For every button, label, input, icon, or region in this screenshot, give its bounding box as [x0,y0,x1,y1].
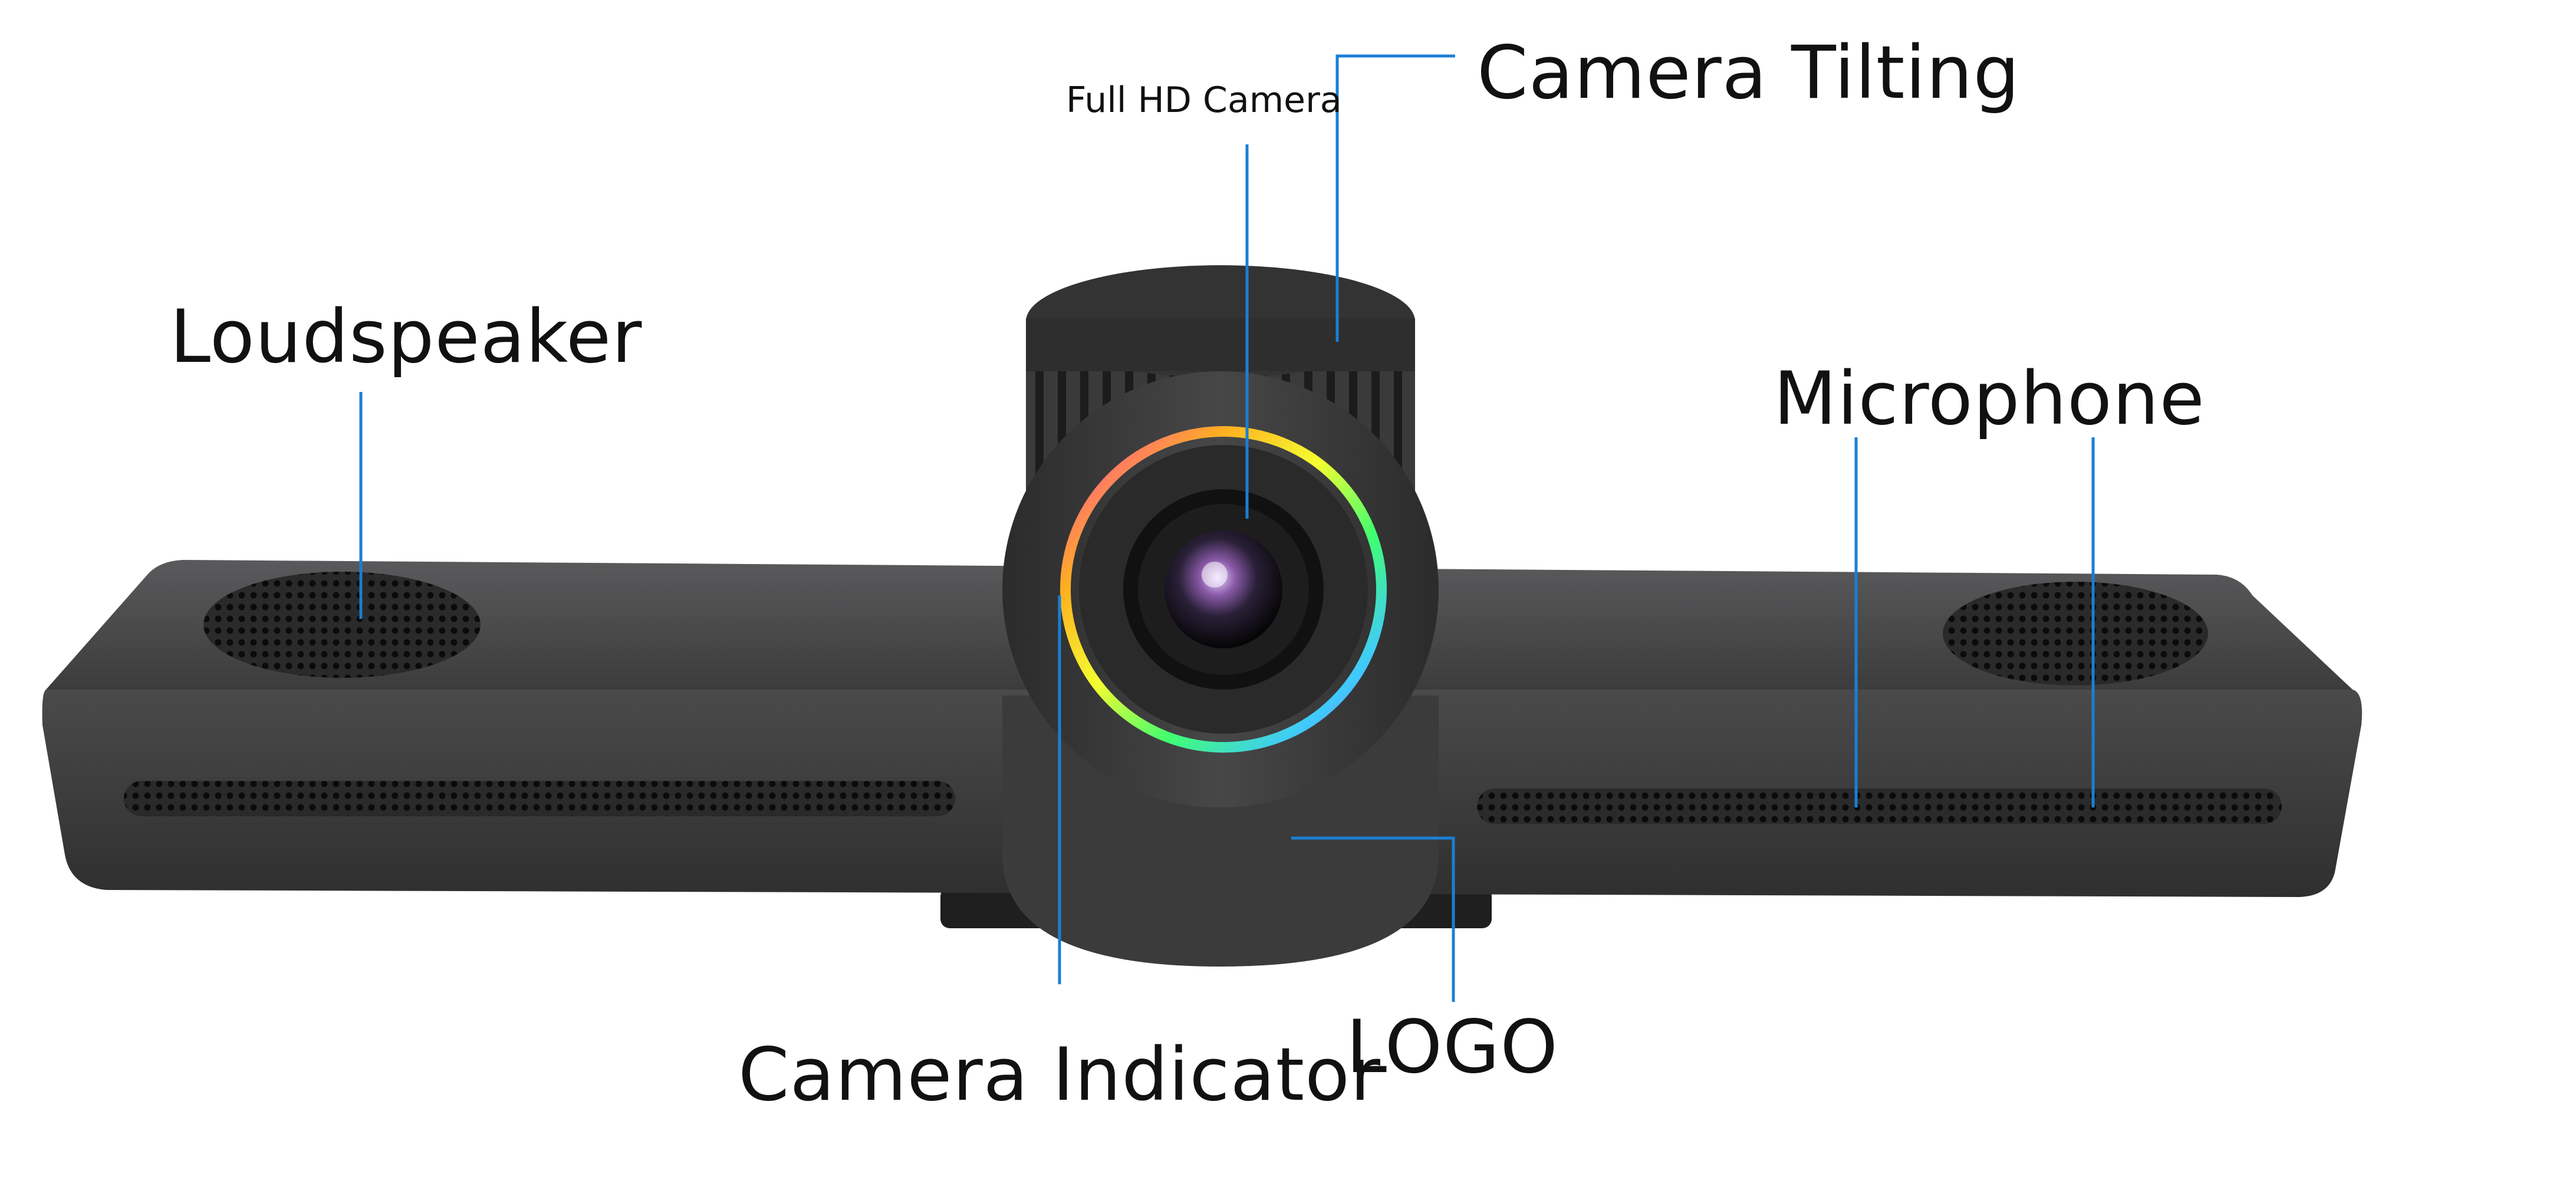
loudspeaker-label: Loudspeaker [170,295,643,380]
camera-cylinder-band [1026,318,1415,371]
logo-label: LOGO [1346,1005,1558,1090]
leader-lines [359,54,2095,1002]
front-grille-left [124,781,955,816]
device-body [42,265,2362,967]
microphone-label: Microphone [1774,357,2205,441]
speaker-grille-right [1943,582,2208,685]
leader-camera-tilting [1335,54,1455,342]
lens-glint [1202,562,1228,588]
camera-lens [1164,530,1282,648]
camera-indicator-label: Camera Indicator [738,1033,1381,1117]
leader-logo [1291,836,1455,1002]
microphone-grille [1477,789,2282,824]
camera-indicator-ring [1060,426,1387,753]
camera-tilting-label: Camera Tilting [1477,31,2021,116]
full-hd-camera-label: Full HD Camera [1066,80,1342,121]
loudspeaker-grille [203,572,481,678]
